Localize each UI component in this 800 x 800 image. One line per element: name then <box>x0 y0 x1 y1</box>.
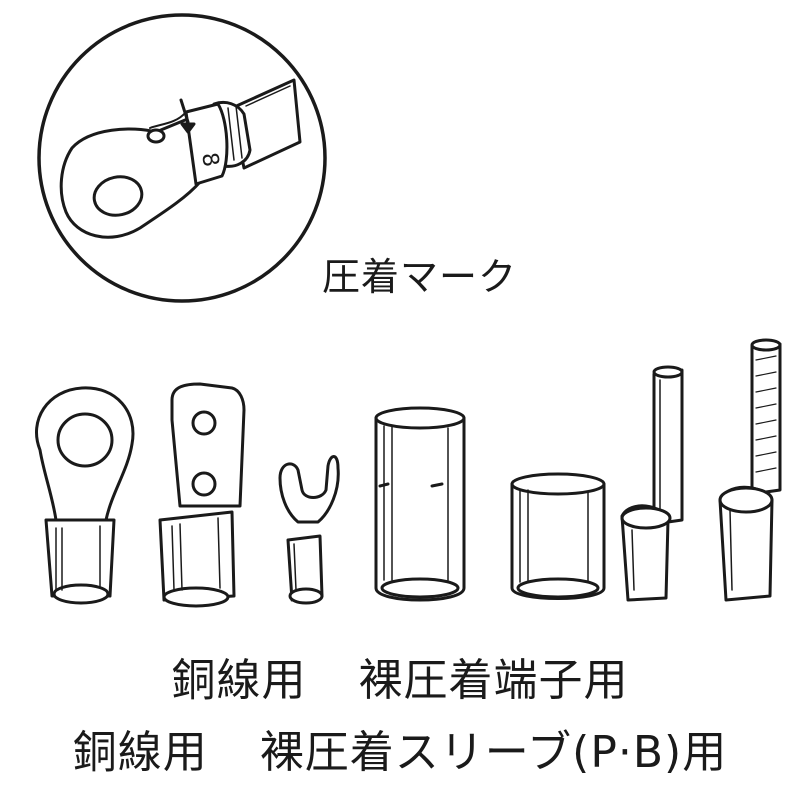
long-crimp-sleeve <box>374 406 466 602</box>
crimp-mark-label: 圧着マーク <box>322 255 518 299</box>
crimp-mark-number: 8 <box>196 151 223 169</box>
caption-terminal: 銅線用裸圧着端子用 <box>0 644 800 708</box>
caption-product: 裸圧着端子用 <box>358 655 629 706</box>
caption-product: 裸圧着スリーブ(P·B)用 <box>259 727 728 778</box>
short-crimp-sleeve <box>510 472 606 600</box>
fork-terminal <box>278 455 340 605</box>
caption-material: 銅線用 <box>72 727 208 778</box>
long-pin-terminal <box>718 338 782 602</box>
pin-terminal <box>620 365 684 602</box>
crimp-mark-inset <box>37 13 327 303</box>
ring-terminal <box>35 386 135 605</box>
two-hole-lug-terminal <box>158 382 246 608</box>
caption-sleeve: 銅線用裸圧着スリーブ(P·B)用 <box>0 716 800 780</box>
caption-material: 銅線用 <box>171 655 307 706</box>
